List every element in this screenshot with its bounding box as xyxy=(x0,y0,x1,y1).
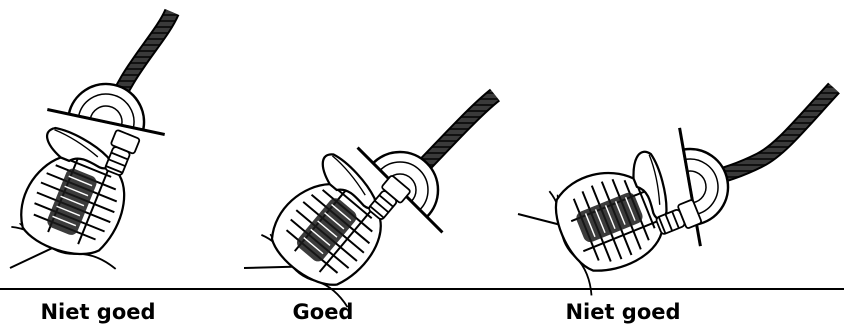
panel-label-left: Niet goed xyxy=(40,300,156,324)
panel-niet-goed-left xyxy=(7,8,180,275)
panel-label-center: Goed xyxy=(292,300,354,324)
panel-niet-goed-right xyxy=(517,82,840,299)
panel-goed xyxy=(243,88,501,313)
panel-label-right: Niet goed xyxy=(565,300,681,324)
